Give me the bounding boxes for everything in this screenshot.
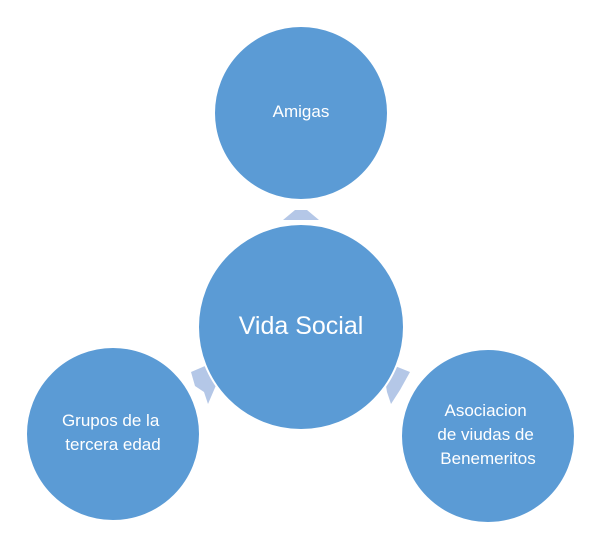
node-vida-social-circle — [197, 223, 405, 431]
node-grupos-tercera-edad: Grupos de la tercera edad — [25, 346, 201, 522]
node-asociacion-circle — [400, 348, 576, 524]
node-amigas-label: Amigas — [273, 102, 330, 121]
node-amigas-circle — [213, 25, 389, 201]
node-vida-social: Vida Social — [197, 223, 405, 431]
node-grupos-circle — [25, 346, 201, 522]
node-grupos-label: Grupos de la tercera edad — [62, 411, 164, 454]
node-amigas: Amigas — [213, 25, 389, 201]
arrow-to-top — [283, 210, 319, 220]
node-vida-social-label: Vida Social — [239, 312, 364, 340]
node-asociacion-viudas: Asociacion de viudas de Benemeritos — [400, 348, 576, 524]
node-asociacion-label: Asociacion de viudas de Benemeritos — [437, 401, 538, 468]
